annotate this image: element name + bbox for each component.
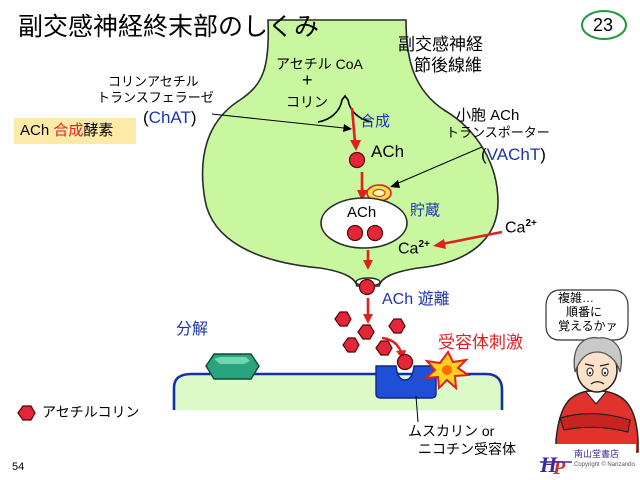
synthesis-arrow [350, 107, 357, 143]
legend-molecule [17, 405, 36, 421]
ach-top-label: ACh [371, 142, 405, 161]
vacht-abbr-text: VAChT [486, 145, 541, 164]
nerve-terminal [201, 19, 499, 287]
chat-pointer [211, 113, 345, 129]
ca-outside-text: Ca [505, 219, 526, 237]
ach-enzyme-part1: ACh [20, 122, 54, 139]
receptor-label-line1: ムスカリン or [408, 423, 495, 439]
release-arrow-head [363, 314, 373, 324]
ca-inside-text: Ca [398, 240, 419, 258]
ach-molecule [357, 324, 375, 340]
vacht-pointer [395, 146, 483, 185]
vacht-label-line1: 小胞 ACh [456, 107, 520, 124]
page-title: 副交感神経終末部のしくみ [18, 13, 320, 41]
ca-outside-sup: 2+ [525, 218, 537, 229]
publisher-name: 南山堂書店 [574, 449, 620, 459]
worried-person-illustration [555, 336, 639, 453]
ach-molecule [358, 278, 376, 296]
ach-molecule [375, 340, 393, 356]
receptor-label-line2: ニコチン受容体 [418, 441, 516, 457]
legend-label: アセチルコリン [42, 404, 140, 420]
ca-inside-label: Ca2+ [398, 239, 430, 258]
ach-molecule [348, 151, 366, 169]
chat-abbr-close: ) [190, 108, 197, 127]
vacht-abbr-open: ( [481, 145, 487, 164]
ach-molecule [342, 337, 360, 353]
ache-enzyme-highlight [214, 357, 250, 364]
chat-abbr-open: ( [143, 108, 149, 127]
synthesis-arrow-head [350, 140, 361, 151]
ca-influx-arrow-head [433, 239, 446, 249]
storage-label: 貯蔵 [410, 202, 441, 219]
ach-molecule [346, 224, 364, 242]
release-label: ACh 遊離 [382, 291, 450, 308]
substrate-brace [317, 94, 373, 123]
substrate-choline: コリン [286, 94, 328, 110]
chat-abbr-text: ChAT [148, 108, 191, 127]
ach-enzyme-label: ACh 合成酵素 [20, 123, 113, 139]
substrate-plus: + [302, 70, 313, 90]
chat-label-line1: コリンアセチル [108, 74, 199, 89]
nerve-label-line2: 節後線維 [414, 56, 482, 75]
vacht-abbr-close: ) [540, 145, 546, 164]
ach-molecule [396, 353, 414, 371]
vacht-abbr: (VAChT) [481, 146, 546, 164]
bubble-line3: 覚えるかァ [558, 319, 618, 333]
bubble-line2: 順番に [566, 305, 603, 319]
chat-abbr: (ChAT) [143, 109, 197, 127]
page-number: 54 [12, 461, 25, 473]
svg-text:H: H [539, 452, 558, 477]
binding-arrow [381, 336, 403, 353]
ca-outside-label: Ca2+ [505, 218, 537, 237]
publisher-logo: H P [536, 444, 636, 479]
chat-label-line2: トランスフェラーゼ [97, 90, 214, 105]
nerve-label-line1: 副交感神経 [398, 35, 483, 54]
vesicle-ach-label: ACh [347, 204, 377, 221]
ach-molecule [388, 318, 406, 334]
receptor-stimulation-label: 受容体刺激 [438, 333, 523, 352]
synaptic-vesicle [320, 197, 408, 249]
bubble-line1: 複雑… [558, 291, 595, 305]
ach-enzyme-part2: 合成 [53, 122, 84, 139]
vacht-pointer-head [390, 180, 400, 188]
ach-molecule [366, 224, 384, 242]
substrate-acetyl-coa: アセチル CoA [276, 56, 363, 72]
ach-enzyme-box [14, 118, 136, 144]
receptor-pointer [415, 395, 419, 423]
transport-arrow-head [357, 190, 368, 201]
publisher-copyright: Copyright © Nanzando [574, 462, 635, 468]
svg-text:P: P [552, 457, 566, 479]
ach-enzyme-part3: 酵素 [83, 122, 114, 139]
degradation-label: 分解 [176, 321, 209, 338]
ca-inside-sup: 2+ [418, 239, 430, 250]
synthesis-label: 合成 [360, 113, 391, 130]
stimulation-burst-core [442, 365, 452, 375]
chat-pointer-head [343, 124, 352, 132]
exocytosis-arrow-head [363, 260, 373, 270]
slide-number: 23 [593, 15, 614, 35]
slide-number-badge [581, 10, 627, 40]
vacht-transporter-core [372, 189, 386, 197]
receptor [375, 365, 437, 399]
vacht-label-line2: トランスポーター [446, 125, 550, 140]
ach-molecule [334, 311, 352, 327]
ca-influx-arrow [441, 230, 503, 246]
